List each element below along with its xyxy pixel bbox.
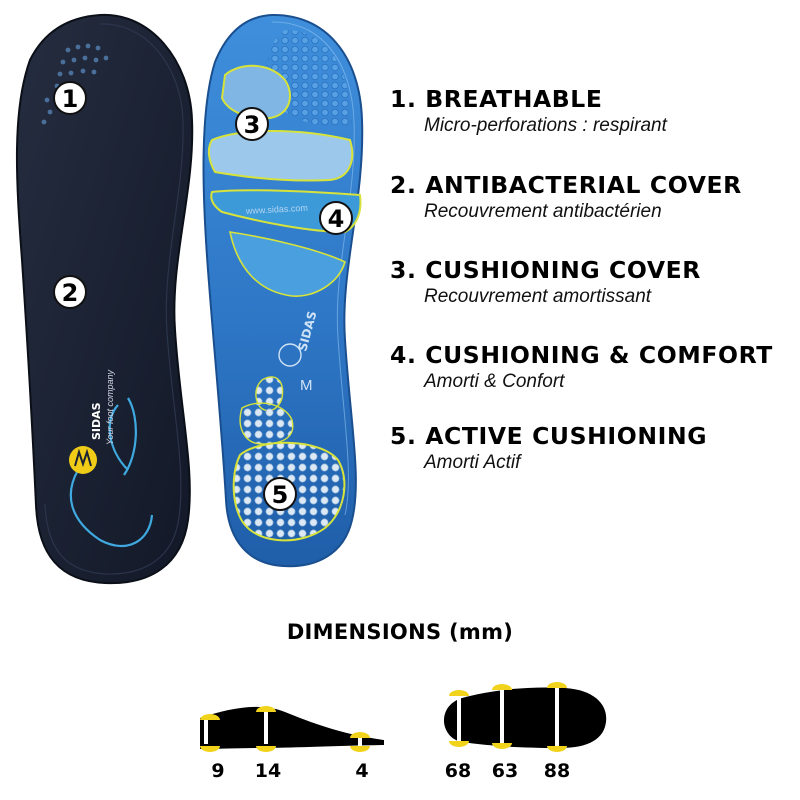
- badge-1-number: 1: [62, 85, 79, 113]
- marker-top-3: [350, 732, 370, 738]
- feature-item-cushioning-comfort: 4. CUSHIONING & COMFORT Amorti & Confort: [390, 340, 795, 394]
- dimensions-title: DIMENSIONS (mm): [286, 620, 514, 644]
- badge-5-number: 5: [272, 481, 289, 509]
- profile-diagram: [200, 706, 384, 752]
- perforations: [41, 43, 109, 125]
- profile-line-forefoot: [358, 736, 362, 746]
- outline-line-forefoot: [555, 686, 559, 746]
- badge-4: 4: [319, 201, 353, 235]
- width-value-arch: 63: [491, 760, 519, 782]
- outline-diagram: [443, 682, 607, 752]
- marker-bottom-1: [200, 746, 220, 752]
- badge-3-number: 3: [244, 111, 261, 139]
- brand-name: SIDAS: [90, 402, 103, 440]
- heel-accent: [69, 397, 154, 548]
- feature-title: 2. ANTIBACTERIAL COVER: [390, 171, 742, 199]
- marker-bottom-3: [350, 746, 370, 752]
- badge-4-number: 4: [328, 205, 345, 233]
- brand-tagline: Your foot company: [105, 369, 115, 445]
- feature-title: 5. ACTIVE CUSHIONING: [390, 422, 708, 450]
- profile-value-arch: 14: [254, 760, 282, 782]
- feature-title: 4. CUSHIONING & COMFORT: [390, 341, 773, 369]
- feature-subtitle: Recouvrement amortissant: [424, 286, 652, 307]
- width-value-heel: 68: [444, 760, 472, 782]
- profile-value-heel: 9: [211, 760, 225, 782]
- badge-5: 5: [263, 477, 297, 511]
- badge-2: 2: [53, 275, 87, 309]
- profile-line-arch: [264, 709, 268, 744]
- feature-item-cushioning-cover: 3. CUSHIONING COVER Recouvrement amortis…: [390, 255, 795, 309]
- badge-1: 1: [53, 81, 87, 115]
- size-mark: M: [300, 377, 313, 394]
- feature-subtitle: Amorti Actif: [424, 452, 521, 473]
- feature-item-breathable: 1. BREATHABLE Micro-perforations : respi…: [390, 84, 795, 138]
- feature-title: 1. BREATHABLE: [390, 85, 603, 113]
- outline-line-arch: [500, 688, 504, 744]
- marker-bottom-2: [256, 746, 276, 752]
- feature-subtitle: Micro-perforations : respirant: [424, 115, 667, 136]
- marker-top-2: [256, 706, 276, 712]
- profile-value-forefoot: 4: [355, 760, 369, 782]
- outline-line-heel: [457, 694, 461, 742]
- feature-title: 3. CUSHIONING COVER: [390, 256, 701, 284]
- feature-subtitle: Amorti & Confort: [424, 371, 565, 392]
- brand-logo: SIDAS Your foot company: [69, 369, 115, 474]
- badge-2-number: 2: [62, 279, 79, 307]
- badge-3: 3: [235, 107, 269, 141]
- marker-top-1: [200, 714, 220, 720]
- feature-item-antibacterial: 2. ANTIBACTERIAL COVER Recouvrement anti…: [390, 170, 795, 224]
- gel-url: www.sidas.com: [245, 203, 308, 216]
- profile-line-heel: [204, 718, 208, 744]
- feature-item-active-cushioning: 5. ACTIVE CUSHIONING Amorti Actif: [390, 421, 795, 475]
- width-value-forefoot: 88: [543, 760, 571, 782]
- feature-subtitle: Recouvrement antibactérien: [424, 201, 662, 222]
- insole-top-view: [15, 13, 194, 585]
